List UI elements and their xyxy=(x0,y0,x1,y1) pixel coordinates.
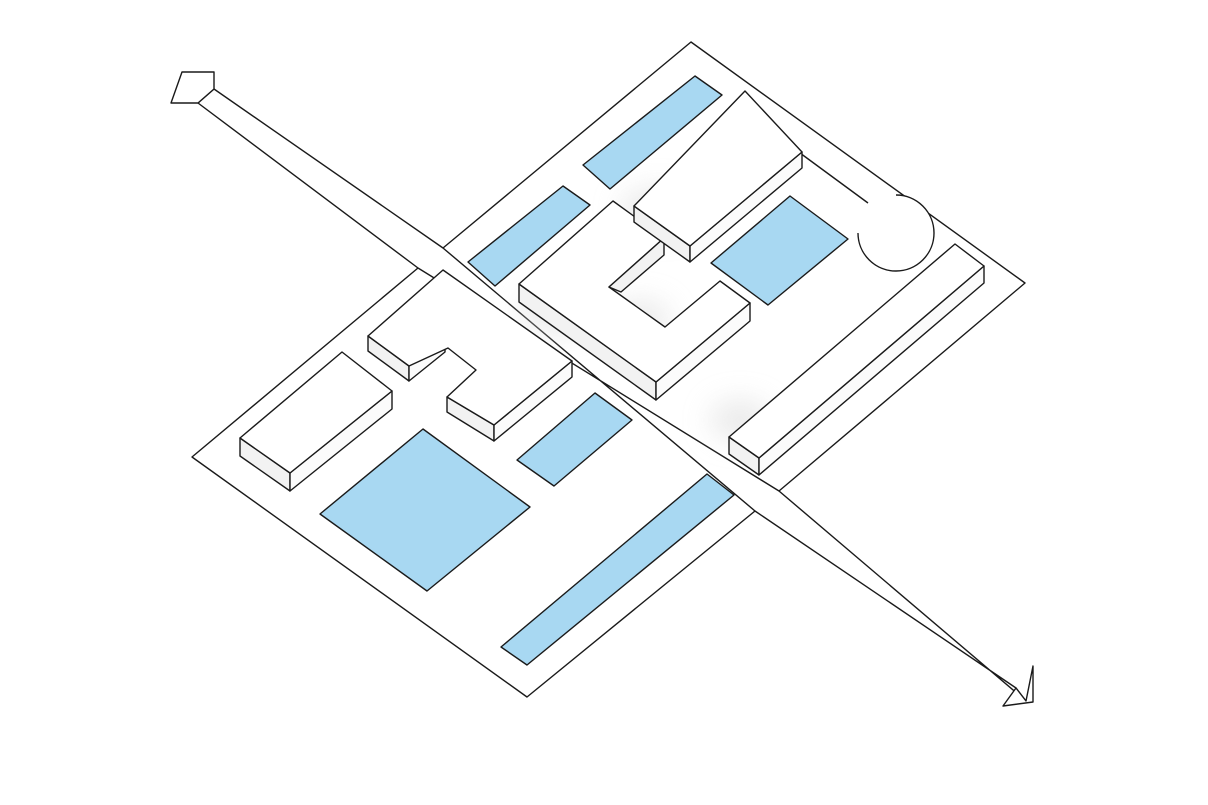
green-space-strip-south xyxy=(500,473,735,666)
building-north-bar xyxy=(633,90,803,263)
green-space-large-southwest xyxy=(319,428,531,592)
building-east-long-bar xyxy=(728,243,985,476)
road-arrow-northwest-icon xyxy=(170,71,215,104)
road-with-arrows xyxy=(170,71,1034,707)
green-space-square-east xyxy=(710,195,849,306)
green-space-strip-north xyxy=(582,75,723,190)
green-space-small-center xyxy=(516,392,633,487)
turning-circle xyxy=(799,152,935,272)
green-space-strip-northwest xyxy=(467,185,591,287)
building-west-bar xyxy=(239,351,393,492)
road-arrow-southeast-icon xyxy=(1002,665,1034,707)
building-u-west xyxy=(367,269,573,442)
building-u-center xyxy=(518,200,751,401)
